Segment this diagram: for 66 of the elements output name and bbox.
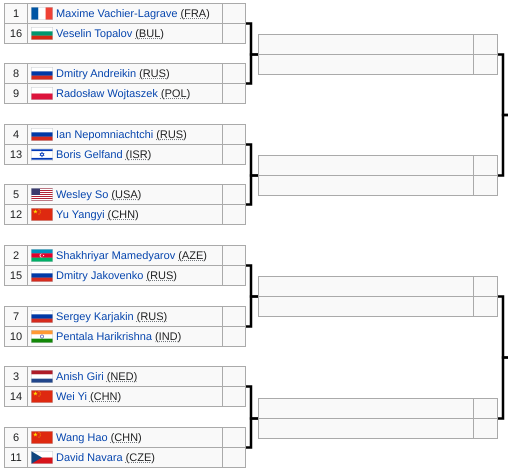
country-code: (NED) (106, 370, 138, 382)
player-name-link: Veselin Topalov (56, 28, 132, 40)
seed-number: 1 (12, 8, 20, 20)
player-name-link: Wesley So (56, 188, 108, 200)
seed-number: 12 (10, 208, 22, 220)
player-name-link: Dmitry Andreikin (56, 68, 136, 80)
country-code: (RUS) (136, 310, 168, 322)
bracket-line (498, 356, 508, 420)
player-name-link: Anish Giri (56, 370, 104, 382)
bracket-line (246, 417, 258, 449)
match-table (4, 366, 246, 407)
seed-number: 4 (12, 128, 20, 140)
match-table (4, 184, 246, 225)
seed-number: 6 (12, 432, 20, 444)
country-code: (CHN) (108, 208, 139, 220)
country-code: (USA) (111, 188, 142, 200)
player-name-link: Wang Hao (56, 432, 108, 444)
country-code: (RUS) (139, 68, 170, 80)
seed-number: 8 (12, 68, 20, 80)
player-name-link: Maxime Vachier-Lagrave (56, 8, 178, 20)
empty-match-slot (258, 276, 498, 317)
country-code: (RUS) (146, 270, 177, 282)
bracket-line (246, 174, 258, 206)
player-name-link: Boris Gelfand (56, 148, 123, 160)
bracket-line (498, 114, 508, 177)
seed-number: 15 (10, 270, 22, 282)
seed-number: 2 (12, 250, 20, 262)
country-code: (FRA) (180, 8, 210, 20)
empty-match-slot (258, 398, 498, 439)
match-table (4, 63, 246, 104)
player-name-link: Dmitry Jakovenko (56, 270, 144, 282)
player-name-link: Sergey Karjakin (56, 310, 134, 322)
player-name-link: Ian Nepomniachtchi (56, 128, 154, 140)
country-code: (BUL) (135, 28, 164, 40)
player-name-link: David Navara (56, 452, 123, 464)
seed-number: 5 (12, 188, 20, 200)
match-table (4, 3, 246, 44)
country-code: (POL) (160, 88, 190, 100)
bracket-line (246, 295, 258, 328)
country-code: (IND) (155, 330, 182, 342)
country-code: (AZE) (178, 250, 207, 262)
player-name-link: Radosław Wojtaszek (56, 88, 158, 100)
seed-number: 7 (12, 310, 20, 322)
country-code: (RUS) (156, 128, 187, 140)
seed-number: 3 (12, 370, 20, 382)
seed-number: 14 (10, 390, 22, 402)
player-name-link: Pentala Harikrishna (56, 330, 152, 342)
player-name-link: Yu Yangyi (56, 208, 105, 220)
country-code: (ISR) (126, 148, 152, 160)
seed-number: 9 (12, 88, 20, 100)
country-code: (CHN) (90, 390, 122, 402)
match-table (4, 245, 246, 286)
empty-match-slot (258, 34, 498, 75)
match-table (4, 306, 246, 347)
seed-number: 16 (10, 28, 22, 40)
player-name-link: Shakhriyar Mamedyarov (56, 250, 176, 262)
seed-number: 13 (10, 148, 22, 160)
seed-number: 10 (10, 330, 22, 342)
player-name-link: Wei Yi (56, 390, 87, 402)
match-table (4, 124, 246, 165)
seed-number: 11 (10, 452, 22, 464)
empty-match-slot (258, 155, 498, 196)
country-code: (CHN) (110, 432, 142, 444)
bracket-line (246, 53, 258, 85)
match-table (4, 427, 246, 468)
country-code: (CZE) (126, 452, 155, 464)
